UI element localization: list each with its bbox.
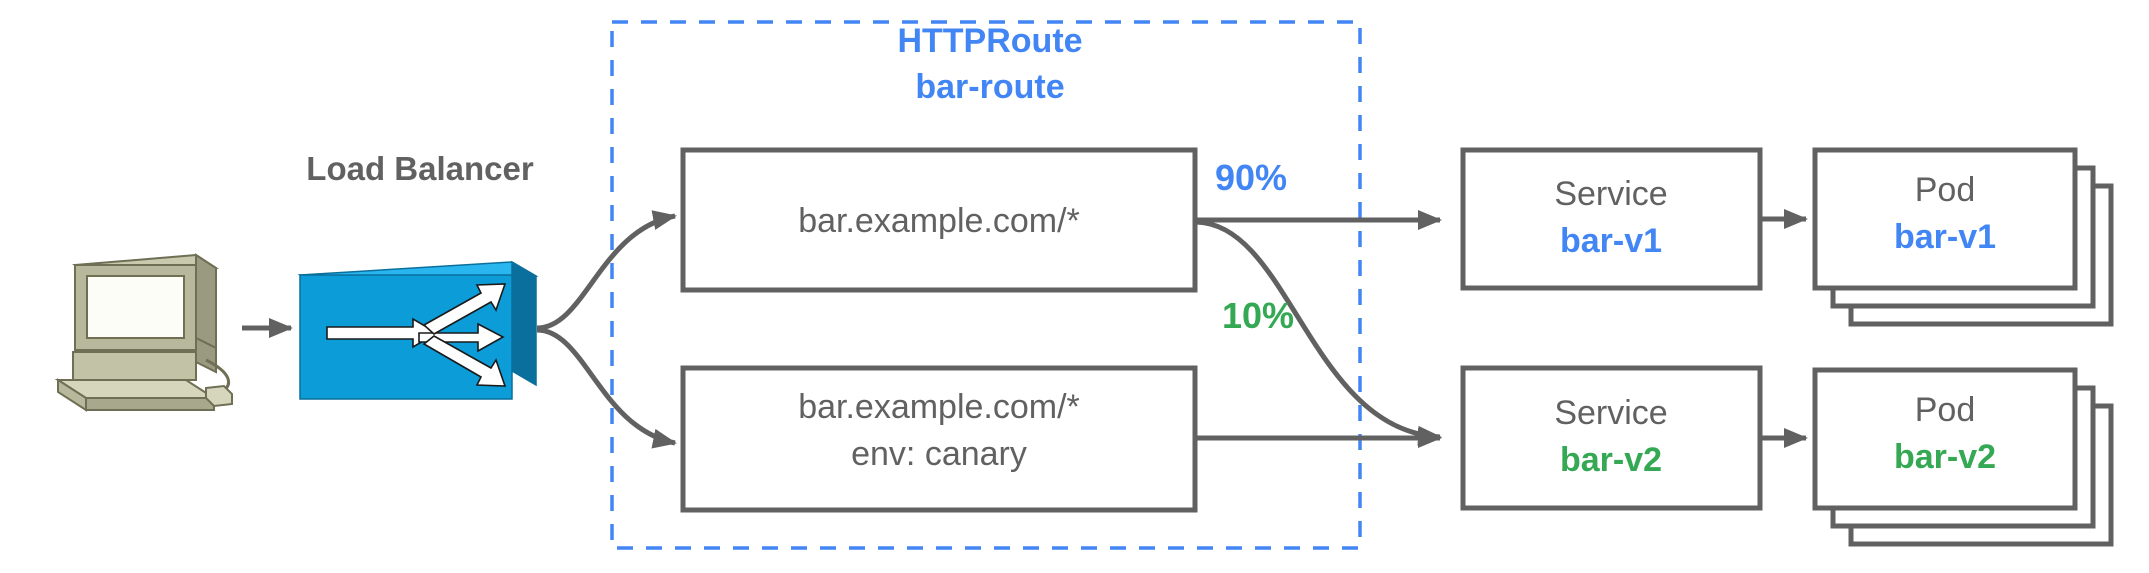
service-v1-kind: Service [1554,175,1667,213]
service-box-bar-v2[interactable]: Service bar-v2 [1460,365,1763,511]
service-box-bar-v1[interactable]: Service bar-v1 [1460,147,1763,291]
pod-replica-front [1812,367,2078,511]
rule-box-canary[interactable]: bar.example.com/* env: canary [680,365,1198,513]
service-v2-kind: Service [1554,394,1667,432]
edge-weight-10 [1195,219,1442,446]
arrow-loadbalancer-to-rule-canary [536,327,677,449]
pod-stack-bar-v2[interactable]: Pod bar-v2 [1812,367,2114,547]
rule-primary-line-1: bar.example.com/* [798,202,1080,240]
pod-v2-kind: Pod [1915,391,1976,429]
arrow-loadbalancer-to-rule-primary [536,210,677,331]
pod-v1-name: bar-v1 [1894,218,1996,256]
load-balancer-label: Load Balancer [306,150,534,187]
weight-label-90: 90% [1215,157,1287,198]
httproute-kind-label: HTTPRoute [897,22,1082,60]
service-v2-name: bar-v2 [1560,441,1662,479]
rule-box-primary[interactable]: bar.example.com/* [680,147,1198,293]
desktop-computer-icon [54,253,233,412]
pod-v1-kind: Pod [1915,171,1976,209]
rule-canary-line-2: env: canary [851,435,1027,473]
load-balancer-switch-icon [297,260,539,400]
pod-v2-name: bar-v2 [1894,438,1996,476]
httproute-name-label: bar-route [915,68,1064,106]
service-v1-name: bar-v1 [1560,222,1662,260]
pod-stack-bar-v1[interactable]: Pod bar-v1 [1812,147,2114,327]
rule-canary-line-1: bar.example.com/* [798,388,1080,426]
pod-replica-front [1812,147,2078,291]
weight-label-10: 10% [1222,295,1294,336]
